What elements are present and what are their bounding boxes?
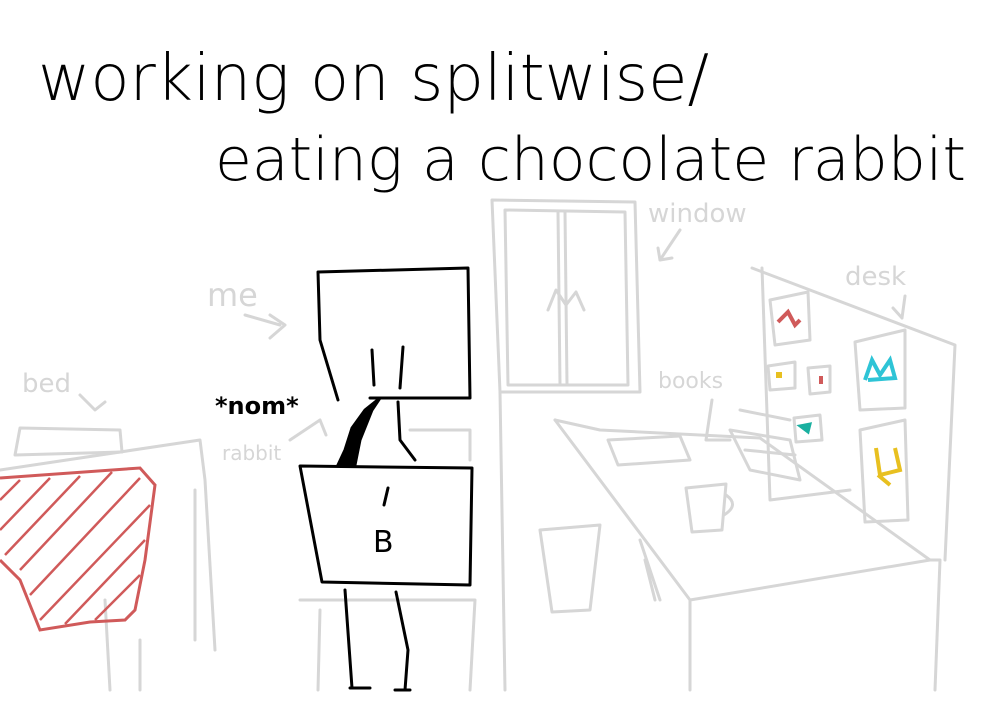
arrow-icon: [704, 398, 732, 442]
poster-dot-red: [819, 376, 823, 384]
bed-blanket: [0, 466, 157, 632]
label-desk: desk: [845, 262, 906, 292]
label-books: books: [658, 369, 723, 394]
poster-red: [776, 308, 802, 329]
label-bed: bed: [22, 369, 71, 399]
poster-dot-yellow: [776, 372, 782, 378]
title-line-1: working on splitwise/: [38, 42, 709, 116]
arrow-icon: [243, 313, 287, 340]
arrow-icon: [891, 294, 907, 320]
window: [490, 198, 642, 692]
arrow-icon: [78, 393, 107, 412]
poster-yellow: [874, 447, 903, 487]
chair: [298, 428, 477, 692]
label-nom: *nom*: [215, 392, 299, 420]
label-window: window: [648, 199, 747, 229]
person-me: [298, 266, 474, 692]
arrow-icon: [656, 228, 682, 262]
chocolate-rabbit: [335, 396, 382, 467]
desk: [538, 266, 957, 692]
label-rabbit: rabbit: [222, 441, 281, 465]
bed: [0, 426, 217, 692]
laptop-logo: B: [373, 525, 394, 560]
arrow-icon: [288, 418, 328, 442]
poster-cyan: [863, 355, 898, 382]
poster-teal: [796, 422, 813, 435]
title-line-2: eating a chocolate rabbit: [215, 125, 966, 195]
label-me: me: [207, 276, 258, 314]
